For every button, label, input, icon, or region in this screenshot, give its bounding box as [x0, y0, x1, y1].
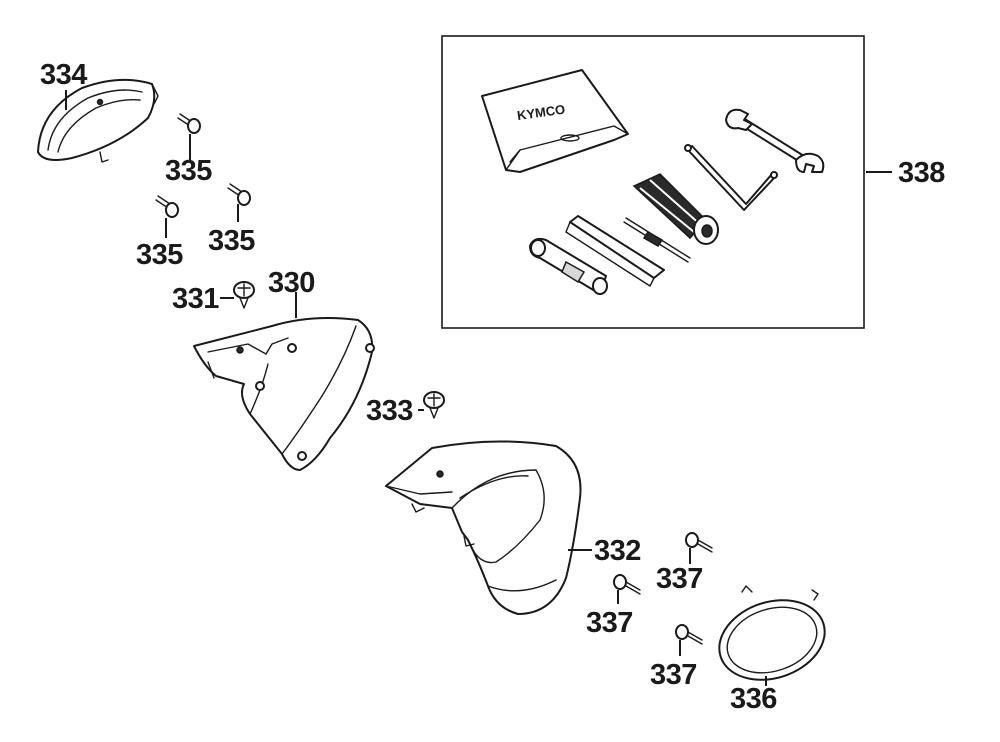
- hex-key-tool: [684, 144, 778, 211]
- screwdriver-bit: [623, 217, 691, 263]
- label-333: 333: [366, 395, 413, 427]
- part-334-cover: [37, 78, 159, 163]
- part-332-cover: [385, 440, 582, 615]
- tool-pouch: KYMCO: [481, 69, 629, 173]
- part-336-lens: [718, 585, 826, 681]
- wrench-tool: [725, 108, 825, 173]
- bolt-333: [423, 391, 445, 419]
- part-330-panel: [193, 317, 375, 471]
- label-334: 334: [40, 59, 87, 91]
- screw-337-a: [685, 532, 713, 553]
- label-338: 338: [898, 157, 945, 189]
- screw-337-b: [613, 574, 641, 595]
- flat-bar-tool: [565, 215, 665, 287]
- label-337-c: 337: [650, 659, 697, 691]
- label-330: 330: [268, 267, 315, 299]
- label-335-a: 335: [165, 155, 212, 187]
- label-331: 331: [172, 283, 219, 315]
- screw-335-a: [177, 113, 201, 134]
- screw-337-c: [675, 624, 703, 645]
- label-337-a: 337: [656, 563, 703, 595]
- label-332: 332: [594, 535, 641, 567]
- screw-335-b: [155, 195, 179, 218]
- label-337-b: 337: [586, 607, 633, 639]
- bolt-331: [233, 281, 255, 309]
- label-336: 336: [730, 683, 777, 715]
- pouch-brand-text: KYMCO: [516, 102, 566, 124]
- toolkit-group: KYMCO: [441, 35, 865, 329]
- toolkit-frame: [441, 35, 865, 329]
- screwdriver-handle: [632, 173, 719, 245]
- screw-335-c: [227, 183, 251, 206]
- label-335-b: 335: [136, 239, 183, 271]
- label-335-c: 335: [208, 225, 255, 257]
- spark-plug-wrench: [529, 237, 608, 295]
